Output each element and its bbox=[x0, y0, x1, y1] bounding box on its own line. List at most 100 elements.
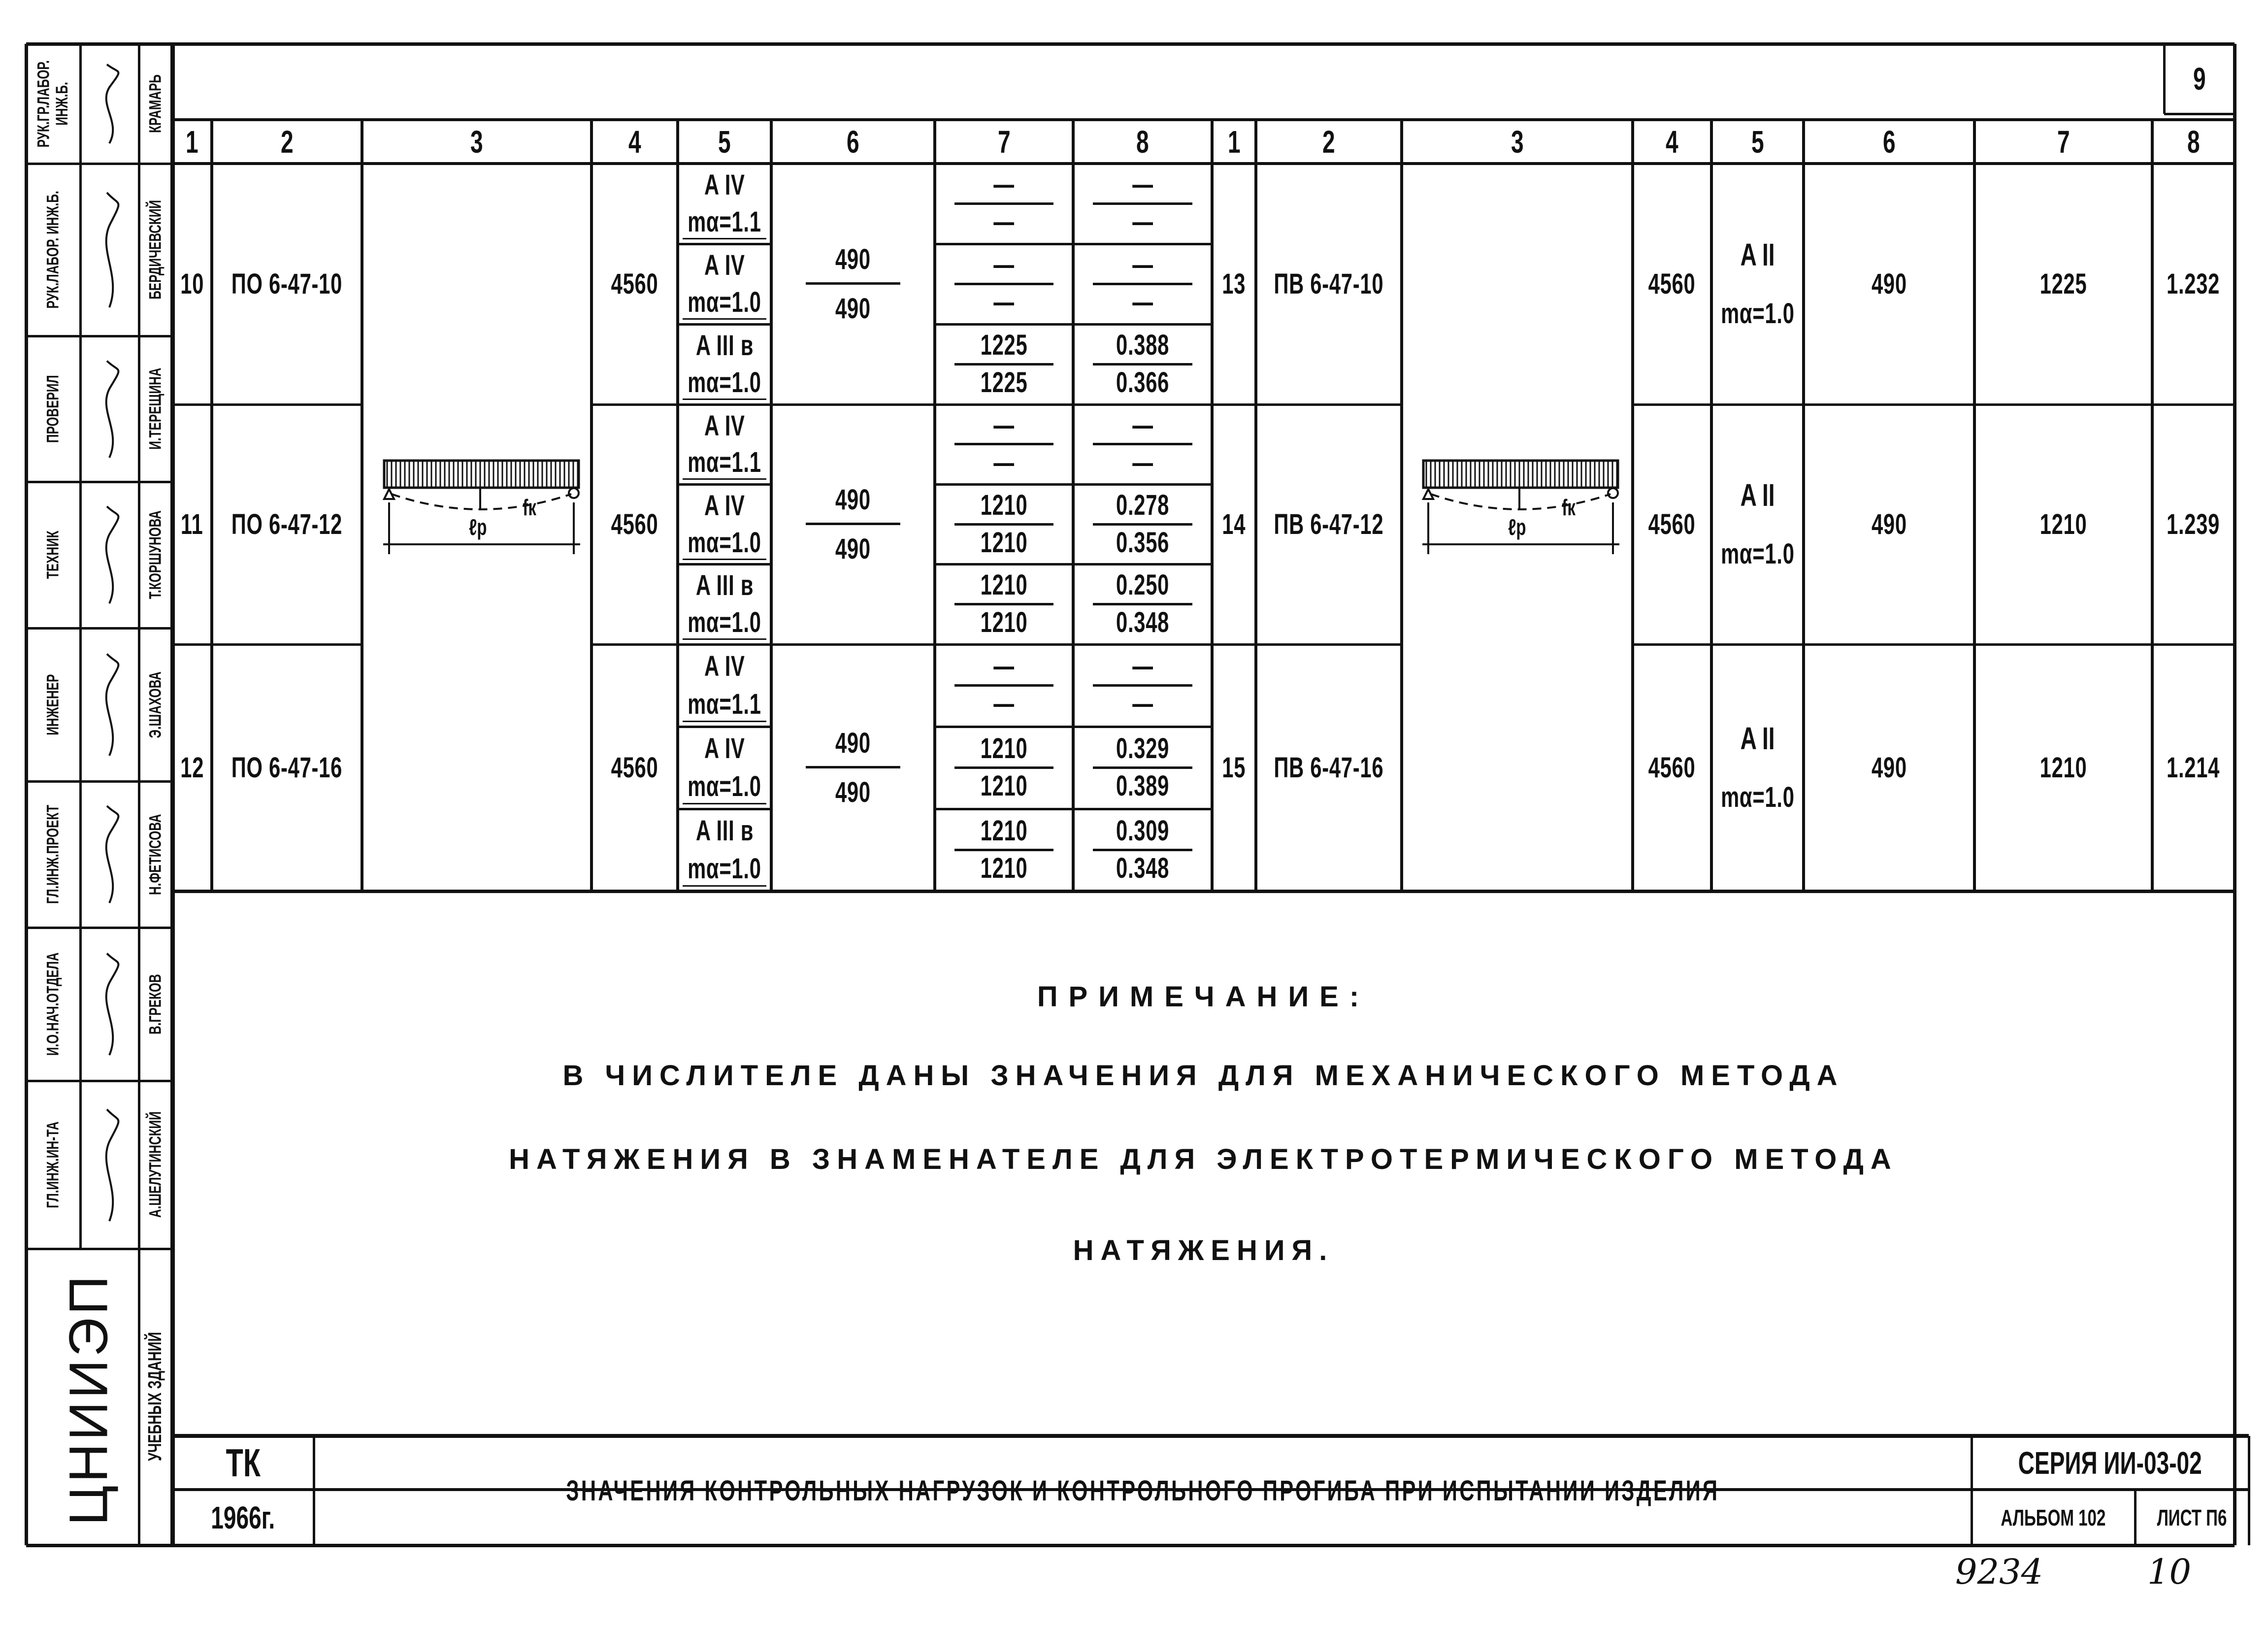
deflection-numerator: — bbox=[1132, 249, 1153, 281]
load-denominator: 490 bbox=[835, 776, 871, 808]
column-header: 6 bbox=[847, 124, 859, 160]
deflection-label-cell: fк bbox=[507, 493, 552, 522]
column-header-cell: 6 bbox=[771, 120, 935, 164]
deflection-denominator-cell: — bbox=[1073, 206, 1212, 238]
grid-line bbox=[770, 120, 773, 891]
grid-line bbox=[678, 483, 771, 486]
grid-line bbox=[678, 242, 771, 245]
column-header-cell: 1 bbox=[1212, 120, 1256, 164]
length-value-cell: 4560 bbox=[1633, 164, 1711, 404]
deflection-denominator-cell: 0.389 bbox=[1073, 770, 1212, 802]
stamp-role: ИНЖЕНЕР bbox=[43, 674, 63, 735]
deflection-denominator: 0.366 bbox=[1116, 366, 1170, 399]
control-load-value-cell: 1225 bbox=[1974, 164, 2152, 404]
control-load-denominator: — bbox=[993, 688, 1015, 720]
control-load-denominator: — bbox=[993, 206, 1015, 238]
series-label: СЕРИЯ ИИ-03-02 bbox=[2018, 1445, 2202, 1481]
deflection-numerator-cell: — bbox=[1073, 168, 1212, 200]
grid-line bbox=[935, 242, 1212, 245]
grid-line bbox=[2247, 1436, 2250, 1545]
grid-line bbox=[172, 403, 362, 406]
column-header: 3 bbox=[1511, 124, 1524, 160]
grid-line bbox=[1072, 120, 1075, 891]
grid-line bbox=[2163, 44, 2166, 114]
grid-line bbox=[1400, 120, 1403, 891]
grid-line bbox=[26, 1247, 172, 1250]
grid-line bbox=[26, 162, 172, 165]
stress-coefficient: mα=1.0 bbox=[688, 852, 761, 885]
underline bbox=[683, 238, 766, 239]
column-header-cell: 5 bbox=[678, 120, 771, 164]
stress-coefficient-cell: mα=1.0 bbox=[678, 850, 771, 888]
control-load-value: 1210 bbox=[2039, 752, 2087, 784]
control-load-numerator: — bbox=[993, 249, 1015, 281]
deflection-denominator-cell: 0.356 bbox=[1073, 527, 1212, 559]
underline bbox=[683, 399, 766, 400]
load-value: 490 bbox=[1871, 268, 1907, 300]
drawing-title-cell: ЗНАЧЕНИЯ КОНТРОЛЬНЫХ НАГРУЗОК И КОНТРОЛЬ… bbox=[314, 1436, 1972, 1545]
control-load-denominator: — bbox=[993, 446, 1015, 479]
fraction-line bbox=[954, 523, 1053, 526]
grid-line bbox=[935, 725, 1212, 728]
length-value: 4560 bbox=[1648, 268, 1696, 300]
steel-class: A II bbox=[1740, 720, 1775, 756]
grid-line bbox=[26, 780, 172, 783]
steel-class: A IV bbox=[704, 168, 745, 201]
fraction-line bbox=[1093, 202, 1192, 205]
grid-line bbox=[1710, 120, 1713, 891]
load-denominator-cell: 490 bbox=[771, 773, 935, 812]
stress-coefficient: mα=1.1 bbox=[688, 446, 761, 479]
steel-class-cell: A IV bbox=[678, 407, 771, 444]
drawing-code-cell: ТК bbox=[172, 1436, 314, 1490]
deflection-denominator: 0.356 bbox=[1116, 527, 1170, 559]
deflection-numerator-cell: 0.250 bbox=[1073, 569, 1212, 601]
row-number: 10 bbox=[180, 268, 204, 300]
deflection-denominator: 0.348 bbox=[1116, 606, 1170, 639]
grid-line bbox=[172, 643, 362, 646]
grid-line bbox=[26, 1543, 2235, 1547]
fraction-line bbox=[954, 202, 1053, 205]
sheet-label: ЛИСТ П6 bbox=[2157, 1504, 2227, 1530]
underline bbox=[683, 478, 766, 480]
fraction-line bbox=[806, 765, 900, 768]
column-header-cell: 2 bbox=[212, 120, 362, 164]
control-load-numerator-cell: 1210 bbox=[935, 815, 1073, 847]
stress-coefficient-cell: mα=1.0 bbox=[1711, 773, 1804, 822]
stamp-role: ПРОВЕРИЛ bbox=[43, 375, 63, 443]
institute-subtitle: УЧЕБНЫХ ЗДАНИЙ bbox=[145, 1331, 166, 1462]
signature bbox=[80, 1081, 139, 1249]
load-denominator: 490 bbox=[835, 293, 871, 325]
load-value-cell: 490 bbox=[1804, 404, 1974, 644]
deflection-denominator: — bbox=[1132, 286, 1153, 318]
control-load-value: 1210 bbox=[2039, 508, 2087, 540]
length-value-cell: 4560 bbox=[1633, 644, 1711, 891]
control-load-numerator: 1225 bbox=[980, 329, 1028, 361]
underline bbox=[683, 803, 766, 804]
signature-scribble bbox=[105, 653, 120, 757]
grid-line bbox=[24, 44, 28, 1545]
load-denominator-cell: 490 bbox=[771, 289, 935, 329]
drawing-code: ТК bbox=[226, 1440, 261, 1485]
deflection-numerator: 0.329 bbox=[1116, 732, 1170, 765]
deflection-denominator: — bbox=[1132, 446, 1153, 479]
steel-class-cell: A II bbox=[1711, 470, 1804, 520]
control-load-denominator-cell: 1225 bbox=[935, 366, 1073, 399]
fraction-line bbox=[1093, 443, 1192, 446]
deflection-denominator: — bbox=[1132, 688, 1153, 720]
column-header-cell: 7 bbox=[935, 120, 1073, 164]
sheet-number-box: 9 bbox=[2193, 61, 2206, 97]
deflection-label-cell: fк bbox=[1546, 493, 1591, 522]
control-load-denominator: 1210 bbox=[980, 527, 1028, 559]
grid-line bbox=[678, 323, 771, 326]
column-header: 5 bbox=[1751, 124, 1764, 160]
fraction-line bbox=[806, 282, 900, 285]
steel-class-cell: A IV bbox=[678, 246, 771, 284]
product-mark-cell: ПВ 6-47-12 bbox=[1256, 404, 1402, 644]
row-number-cell: 10 bbox=[172, 164, 212, 404]
fraction-line bbox=[954, 848, 1053, 851]
deflection-value: 1.232 bbox=[2167, 268, 2220, 300]
deflection-numerator: 0.309 bbox=[1116, 815, 1170, 847]
load-numerator-cell: 490 bbox=[771, 240, 935, 279]
control-load-numerator: 1210 bbox=[980, 815, 1028, 847]
sheet-number-box-cell: 9 bbox=[2164, 44, 2235, 114]
